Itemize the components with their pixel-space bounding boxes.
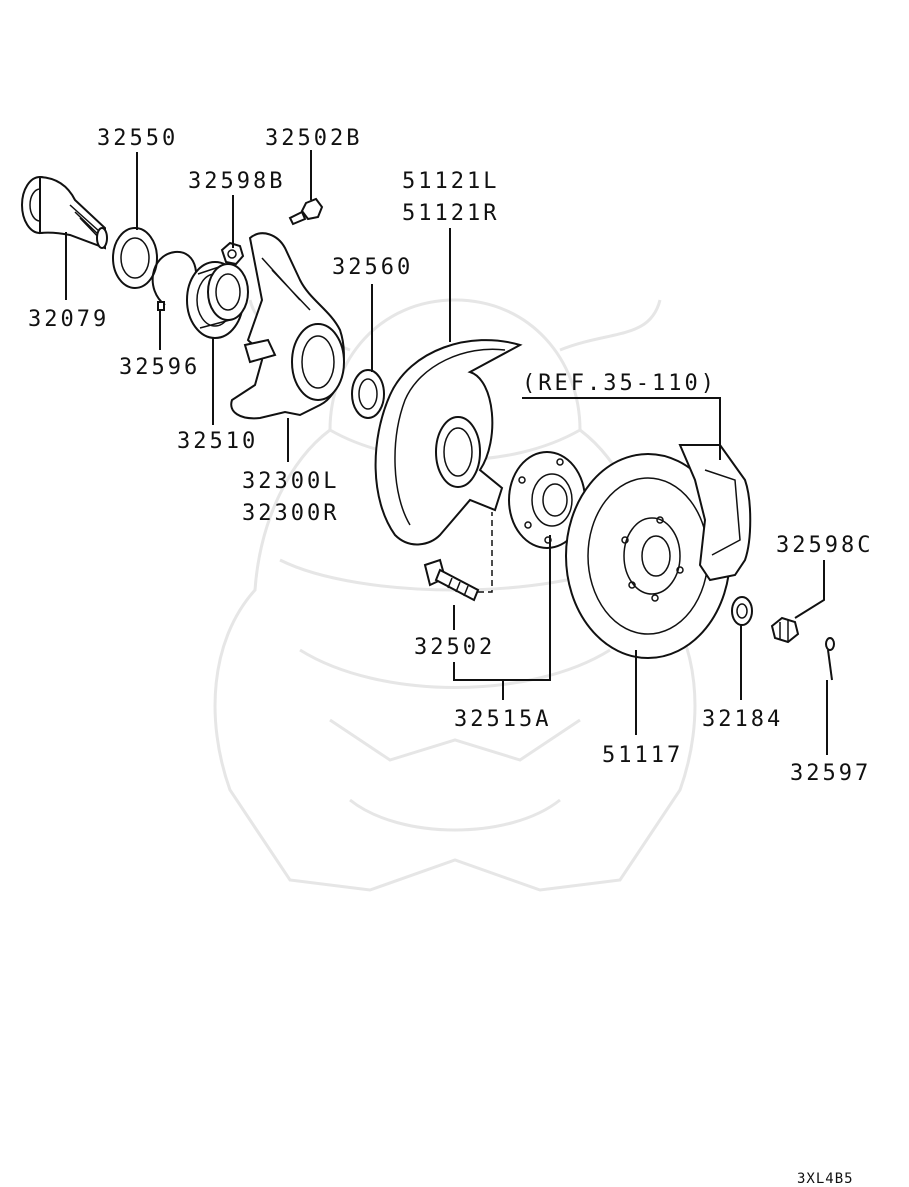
part-labels: 32550 32502B 32598B 51121L 51121R 32560 … (28, 126, 873, 1187)
label-32560[interactable]: 32560 (332, 255, 413, 280)
label-51121L[interactable]: 51121L (402, 169, 499, 194)
label-32502[interactable]: 32502 (414, 635, 495, 660)
label-32300R[interactable]: 32300R (242, 501, 339, 526)
label-32596[interactable]: 32596 (119, 355, 200, 380)
part-32184-washer[interactable] (731, 596, 753, 626)
part-32510-wheel-bearing[interactable] (186, 261, 249, 339)
brake-caliper-reference (678, 444, 752, 582)
label-51121R[interactable]: 51121R (402, 201, 499, 226)
label-32598C[interactable]: 32598C (776, 533, 873, 558)
watermark-helmet (213, 298, 697, 892)
hub-bolt-guide-line (478, 512, 493, 593)
part-32598B-nut[interactable] (220, 241, 245, 266)
part-32502B-bolt[interactable] (288, 197, 324, 226)
leader-lines (65, 150, 828, 755)
label-32597[interactable]: 32597 (790, 761, 871, 786)
part-32079-axle-shaft[interactable] (21, 175, 108, 250)
label-32079[interactable]: 32079 (28, 307, 109, 332)
part-32597-cotter-pin[interactable] (825, 637, 835, 681)
part-32598C-castle-nut[interactable] (770, 616, 800, 644)
label-32502B[interactable]: 32502B (265, 126, 362, 151)
part-32502-hub-bolt[interactable] (423, 558, 480, 602)
part-32300-steering-knuckle[interactable] (230, 232, 345, 420)
label-51117[interactable]: 51117 (602, 743, 683, 768)
label-32550[interactable]: 32550 (97, 126, 178, 151)
label-32515A[interactable]: 32515A (454, 707, 551, 732)
label-32510[interactable]: 32510 (177, 429, 258, 454)
part-51121-dust-shield[interactable] (374, 339, 523, 546)
label-32184[interactable]: 32184 (702, 707, 783, 732)
label-ref-35-110[interactable]: (REF.35-110) (522, 371, 717, 396)
part-32560-oil-seal[interactable] (351, 369, 385, 419)
label-32300L[interactable]: 32300L (242, 469, 339, 494)
diagram-code: 3XL4B5 (797, 1171, 854, 1187)
part-32550-oil-seal[interactable] (112, 227, 158, 289)
label-32598B[interactable]: 32598B (188, 169, 285, 194)
